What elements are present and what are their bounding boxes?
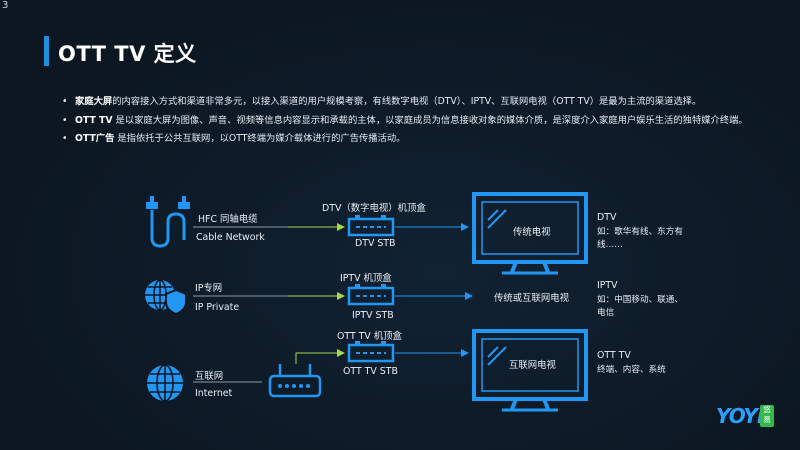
bullet-text: 的内容接入方式和渠道非常多元，以接入渠道的用户规模考察，有线数字电视（DTV）、… <box>112 96 702 107</box>
tv-type-label: 传统或互联网电视 <box>494 293 570 304</box>
iptv-stb-title: IPTV 机顶盒 <box>340 273 392 284</box>
iptv-source-label: IP专网 <box>195 283 223 294</box>
bullet-bold: OTT TV <box>75 114 113 126</box>
globe-icon <box>147 364 183 402</box>
iptv-stb-label: IPTV STB <box>352 310 394 321</box>
iptv-stb-icon <box>347 284 395 306</box>
ott-title: OTT TV <box>597 350 631 361</box>
ott-source-label: 互联网 <box>195 371 224 382</box>
dtv-description: 如：歌华有线、东方有线…… <box>597 227 683 250</box>
ott-stb-title: OTT TV 机顶盒 <box>337 331 402 342</box>
brand-badge: 悠易 <box>760 405 774 427</box>
title-accent-bar <box>44 36 49 66</box>
arrow-to-ott-stb <box>295 349 345 364</box>
router-icon <box>268 364 322 398</box>
ott-source-en: Internet <box>195 388 233 399</box>
dtv-title: DTV <box>597 212 617 223</box>
bullet-text: 是指依托于公共互联网，以OTT终端为媒介载体进行的广告传播活动。 <box>114 133 406 144</box>
iptv-title: IPTV <box>597 280 618 291</box>
bullet-list: 家庭大屏的内容接入方式和渠道非常多元，以接入渠道的用户规模考察，有线数字电视（D… <box>62 94 782 150</box>
bullet-bold: OTT广告 <box>75 133 115 144</box>
bullet-bold: 家庭大屏 <box>75 96 113 107</box>
dtv-source-label: HFC 同轴电缆 <box>198 214 258 225</box>
dtv-stb-label: DTV STB <box>355 238 396 249</box>
iptv-description: 如：中国移动、联通、电信 <box>597 295 683 318</box>
traditional-tv-icon <box>472 192 588 275</box>
bullet-item: OTT广告 是指依托于公共互联网，以OTT终端为媒介载体进行的广告传播活动。 <box>62 131 782 148</box>
bullet-text: 是以家庭大屏为图像、声音、视频等信息内容显示和承载的主体，以家庭成员为信息接收对… <box>112 114 748 126</box>
brand-logo: YOYi <box>716 404 764 428</box>
page-number: 3 <box>2 0 9 11</box>
bullet-item: 家庭大屏的内容接入方式和渠道非常多元，以接入渠道的用户规模考察，有线数字电视（D… <box>62 94 782 111</box>
dtv-stb-title: DTV（数字电视）机顶盒 <box>322 203 426 214</box>
iptv-source-en: IP Private <box>195 302 240 313</box>
coaxial-cable-icon <box>146 196 190 248</box>
dtv-stb-icon <box>347 215 395 237</box>
ott-stb-icon <box>347 341 395 363</box>
internet-tv-label: 互联网电视 <box>509 360 556 371</box>
dtv-source-en: Cable Network <box>196 232 265 243</box>
globe-shield-icon <box>145 279 187 316</box>
internet-tv-icon <box>472 329 588 412</box>
traditional-tv-label: 传统电视 <box>513 227 551 238</box>
page-title: OTT TV 定义 <box>58 42 197 66</box>
ott-description: 终端、内容、系统 <box>597 365 666 375</box>
ott-stb-label: OTT TV STB <box>343 366 398 377</box>
bullet-item: OTT TV 是以家庭大屏为图像、声音、视频等信息内容显示和承载的主体，以家庭成… <box>62 113 782 130</box>
